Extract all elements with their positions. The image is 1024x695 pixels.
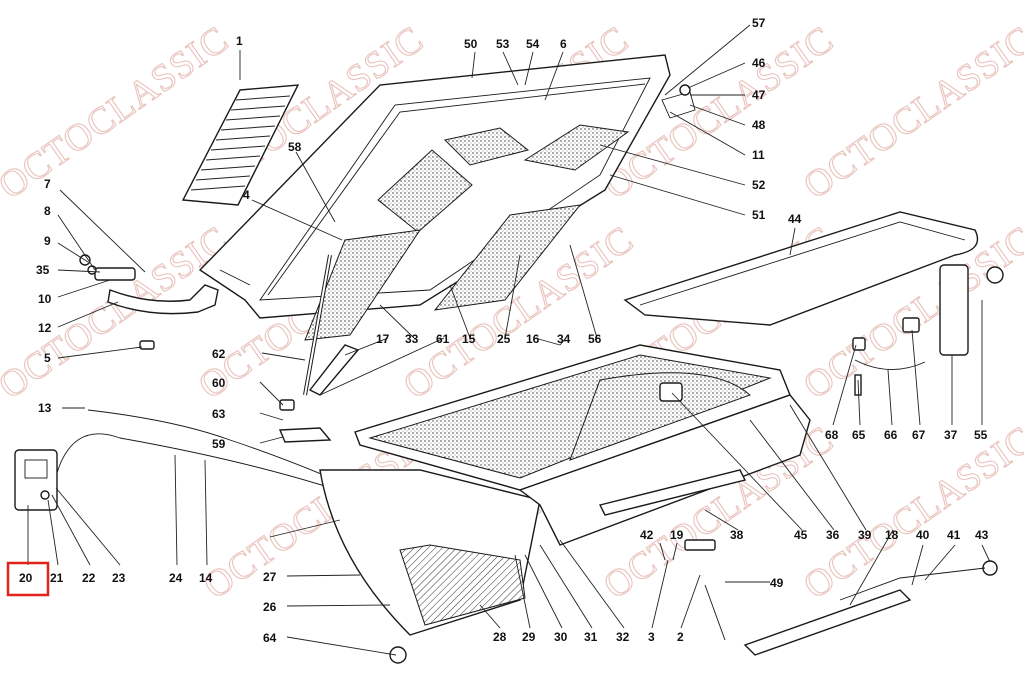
part-label-62: 62 — [212, 347, 226, 361]
part-label-65: 65 — [852, 428, 866, 442]
part-label-17: 17 — [376, 332, 390, 346]
part-label-45: 45 — [794, 528, 808, 542]
lid-grille-panel-right — [523, 124, 630, 171]
part-label-68: 68 — [825, 428, 839, 442]
engine-lid — [198, 54, 671, 341]
lid-mesh-panel-16 — [433, 204, 582, 311]
part-label-32: 32 — [616, 630, 630, 644]
part-label-11: 11 — [752, 148, 765, 162]
part-label-25: 25 — [497, 332, 511, 346]
part-label-52: 52 — [752, 178, 766, 192]
part-label-51: 51 — [752, 208, 766, 222]
part-label-12: 12 — [38, 321, 52, 335]
part-label-35: 35 — [36, 263, 50, 277]
part-label-66: 66 — [884, 428, 898, 442]
part-label-54: 54 — [526, 37, 540, 51]
part-label-48: 48 — [752, 118, 766, 132]
part-label-30: 30 — [554, 630, 568, 644]
part-label-64: 64 — [263, 631, 277, 645]
part-label-41: 41 — [947, 528, 961, 542]
part-label-40: 40 — [916, 528, 930, 542]
part-label-37: 37 — [944, 428, 958, 442]
part-label-6: 6 — [560, 37, 567, 51]
part-label-60: 60 — [212, 376, 226, 390]
lid-grille-panel-left — [377, 149, 473, 233]
part-label-27: 27 — [263, 570, 277, 584]
part-label-10: 10 — [38, 292, 52, 306]
part-label-36: 36 — [826, 528, 840, 542]
part-label-59: 59 — [212, 437, 226, 451]
part-label-1: 1 — [236, 34, 243, 48]
part-label-58: 58 — [288, 140, 302, 154]
part-label-38: 38 — [730, 528, 744, 542]
part-label-53: 53 — [496, 37, 510, 51]
part-label-7: 7 — [44, 177, 51, 191]
part-label-57: 57 — [752, 16, 766, 30]
lid-prop-rod — [278, 254, 360, 443]
part-label-21: 21 — [50, 571, 64, 585]
part-label-34: 34 — [557, 332, 571, 346]
part-label-19: 19 — [670, 528, 684, 542]
side-hardware — [659, 84, 1004, 656]
part-label-63: 63 — [212, 407, 226, 421]
bracket-37 — [939, 264, 969, 356]
part-label-39: 39 — [858, 528, 872, 542]
part-label-31: 31 — [584, 630, 598, 644]
part-label-20: 20 — [19, 571, 33, 585]
part-label-29: 29 — [522, 630, 536, 644]
part-label-42: 42 — [640, 528, 654, 542]
part-label-56: 56 — [588, 332, 602, 346]
engine-bay-cover — [623, 211, 979, 326]
part-label-14: 14 — [199, 571, 213, 585]
part-label-13: 13 — [38, 401, 52, 415]
cable-channel — [743, 589, 912, 656]
part-label-4: 4 — [243, 188, 250, 202]
part-label-43: 43 — [975, 528, 989, 542]
part-label-55: 55 — [974, 428, 988, 442]
part-label-33: 33 — [405, 332, 419, 346]
louvre-panel — [181, 84, 300, 206]
part-label-44: 44 — [788, 212, 802, 226]
part-label-5: 5 — [44, 351, 51, 365]
part-label-16: 16 — [526, 332, 540, 346]
part-label-67: 67 — [912, 428, 926, 442]
part-label-47: 47 — [752, 88, 766, 102]
part-label-22: 22 — [82, 571, 96, 585]
part-label-49: 49 — [770, 576, 784, 590]
part-label-8: 8 — [44, 204, 51, 218]
part-label-50: 50 — [464, 37, 478, 51]
part-label-2: 2 — [677, 630, 684, 644]
lid-mesh-panel-33 — [304, 229, 422, 341]
part-label-46: 46 — [752, 56, 766, 70]
fixing-screw — [389, 646, 407, 664]
leader-lines — [27, 24, 991, 656]
part-label-23: 23 — [112, 571, 126, 585]
part-label-26: 26 — [263, 600, 277, 614]
part-label-28: 28 — [493, 630, 507, 644]
highlighted-part-box — [6, 561, 50, 597]
part-label-61: 61 — [436, 332, 450, 346]
lock-latch — [14, 449, 58, 511]
part-label-18: 18 — [885, 528, 899, 542]
hinge-arm — [79, 254, 219, 350]
part-label-3: 3 — [648, 630, 655, 644]
part-labels: 1 50 53 54 6 57 46 47 48 11 52 51 44 58 … — [19, 16, 989, 645]
part-label-9: 9 — [44, 234, 51, 248]
part-label-24: 24 — [169, 571, 183, 585]
lid-grille-panel-center — [443, 127, 530, 166]
part-label-15: 15 — [462, 332, 476, 346]
